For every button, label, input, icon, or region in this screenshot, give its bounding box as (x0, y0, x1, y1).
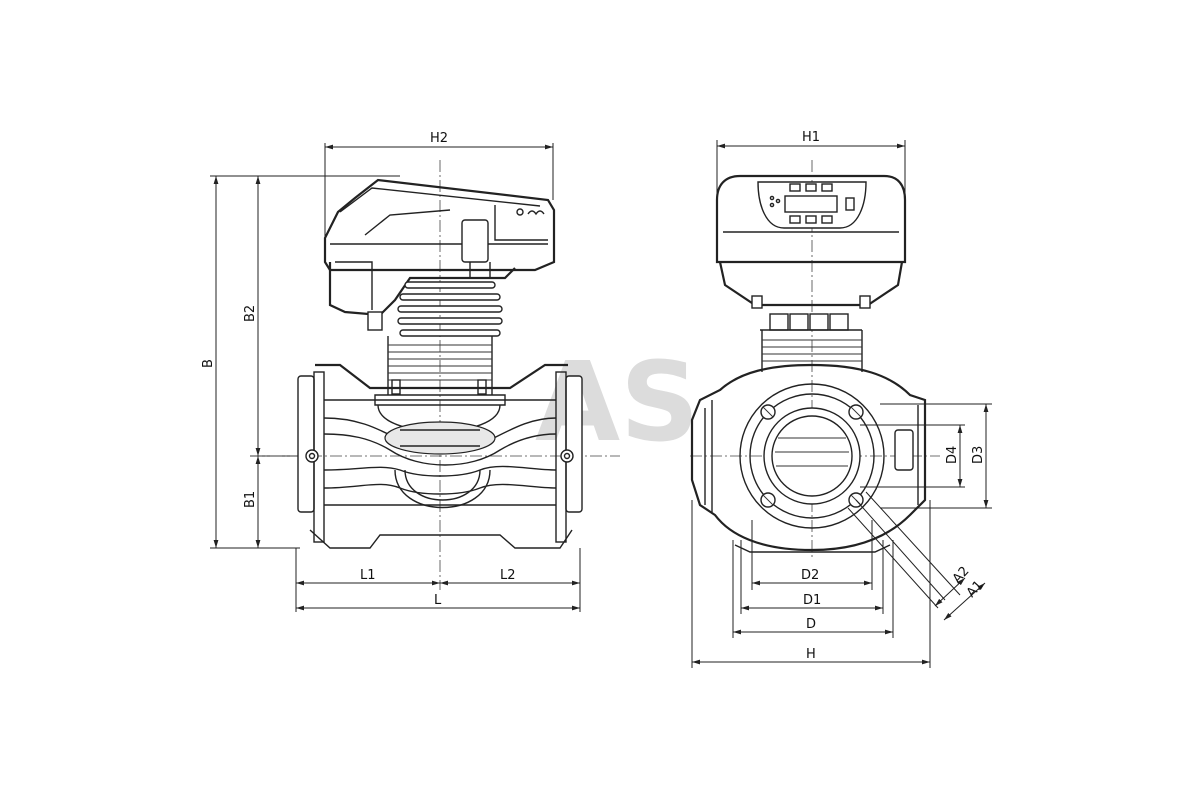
front-view: H1 (690, 130, 992, 668)
label-l2: L2 (500, 568, 516, 583)
dim-a1-a2: A2 A1 (847, 491, 987, 621)
side-view: H2 B B2 B1 (201, 131, 620, 612)
label-a2: A2 (950, 564, 973, 587)
dim-d4-d3: D4 D3 (860, 403, 992, 509)
label-h1: H1 (802, 130, 820, 145)
dim-h2: H2 (324, 131, 554, 240)
dim-d: D (732, 540, 894, 638)
label-h2: H2 (430, 131, 448, 146)
dim-d1: D1 (740, 540, 884, 614)
motor-head-front (715, 174, 907, 372)
label-b2: B2 (243, 305, 258, 322)
label-b: B (201, 359, 216, 368)
motor-head (323, 178, 556, 395)
label-a1: A1 (964, 578, 987, 601)
dim-b1: B1 (243, 455, 300, 548)
dim-l1-l2: L1 L2 (295, 548, 581, 612)
dim-l: L (296, 593, 580, 611)
dim-h1: H1 (716, 130, 906, 200)
watermark: AS (535, 338, 699, 466)
label-d1: D1 (803, 593, 821, 608)
label-d4: D4 (945, 446, 960, 464)
label-h: H (806, 647, 816, 662)
label-d: D (806, 617, 816, 632)
label-b1: B1 (243, 491, 258, 508)
pump-housing (297, 363, 583, 549)
dim-h: H (691, 500, 931, 668)
label-l: L (434, 593, 442, 608)
dim-b2: B2 (243, 176, 261, 456)
label-d2: D2 (801, 568, 819, 583)
pump-housing-front (690, 363, 927, 553)
dim-d2: D2 (751, 520, 873, 590)
dim-b: B (201, 175, 400, 549)
label-l1: L1 (360, 568, 376, 583)
label-d3: D3 (971, 446, 986, 464)
